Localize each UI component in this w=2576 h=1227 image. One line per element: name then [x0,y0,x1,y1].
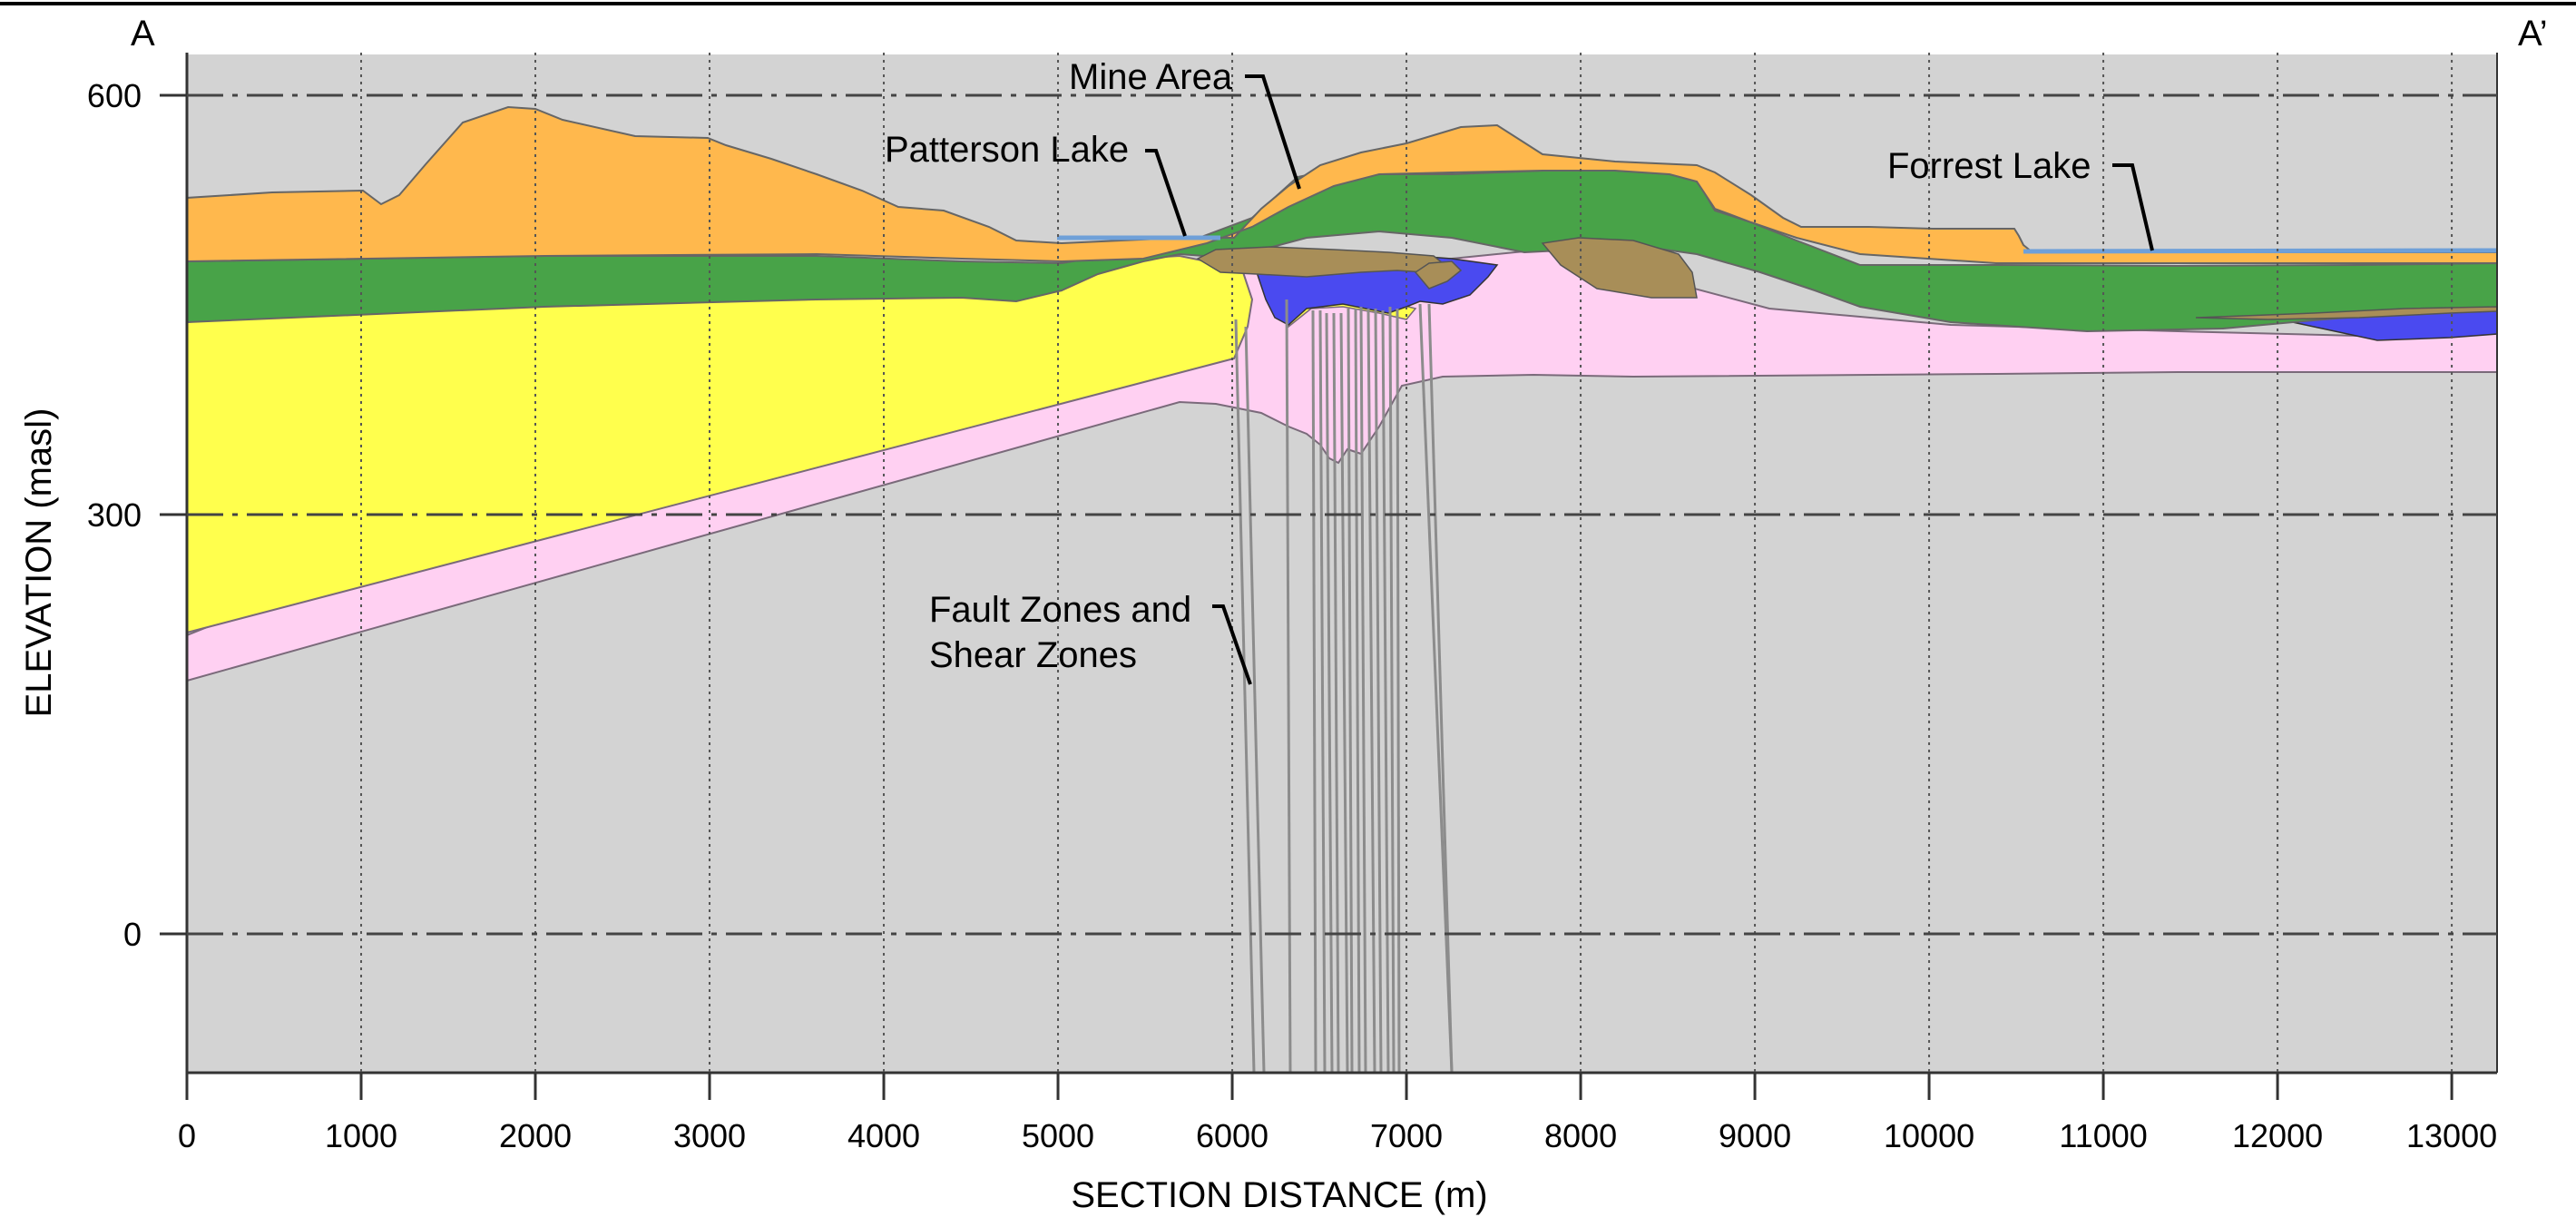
horizontal-grid [187,93,2497,936]
x-axis-title: SECTION DISTANCE (m) [1071,1175,1487,1215]
x-axis-ticks: 0 1000 2000 3000 4000 5000 6000 7000 8000 9000 100… [178,1073,2497,1154]
fault-line [1347,308,1354,1074]
fault-zones-label-line2: Shear Zones [929,635,1137,675]
y-tick-label: 600 [87,77,142,114]
plot-frame [185,53,2498,1075]
overburden-orange-unit [186,105,2498,264]
x-tick-label: 13000 [2406,1117,2497,1154]
section-end-label: A’ [2518,14,2548,54]
x-tick-label: 4000 [847,1117,920,1154]
fault-line [1366,308,1376,1074]
fault-line [1332,312,1340,1074]
fault-line [1381,309,1390,1074]
brown-unit-mid [1414,260,1463,290]
fault-line [1418,303,1454,1074]
pink-unit [186,248,2498,682]
fault-line [1374,308,1383,1074]
fault-line [1234,319,1256,1074]
patterson-lake-leader [1145,149,1187,237]
brown-unit-east [1541,237,1698,299]
y-axis-title: ELEVATION (masl) [19,408,59,718]
fault-zones-label-line1: Fault Zones and [929,590,1191,630]
x-tick-label: 6000 [1196,1117,1268,1154]
y-tick-label: 300 [87,496,142,534]
y-tick-label: 0 [123,916,142,953]
forrest-lake-leader [2112,163,2154,251]
fault-line [1311,309,1317,1074]
fault-line [1318,309,1327,1074]
x-tick-label: 1000 [325,1117,397,1154]
y-axis-ticks: 0 300 600 [87,77,187,953]
x-tick-label: 3000 [673,1117,746,1154]
fault-line [1325,312,1334,1074]
mine-area-leader [1245,74,1301,190]
x-tick-label: 12000 [2232,1117,2323,1154]
x-tick-label: 11000 [2059,1117,2147,1154]
forrest-lake-surface [2023,248,2498,254]
fault-line [1396,308,1401,1074]
fault-line [1427,303,1454,1074]
fault-zones [1234,299,1454,1074]
x-tick-label: 2000 [499,1117,572,1154]
fault-line [1339,312,1349,1074]
fault-line [1388,306,1396,1074]
x-tick-label: 0 [178,1117,196,1154]
fault-line [1285,299,1292,1074]
forrest-lake-label: Forrest Lake [1887,146,2091,186]
fault-zones-leader [1212,604,1252,685]
x-tick-label: 10000 [1884,1117,1974,1154]
x-tick-label: 5000 [1022,1117,1094,1154]
vertical-grid [360,53,2454,1073]
fault-line [1244,326,1266,1074]
fault-line [1359,306,1367,1074]
x-tick-label: 9000 [1719,1117,1791,1154]
x-tick-label: 7000 [1370,1117,1443,1154]
callouts: Mine Area Patterson Lake Forrest Lake Fa… [885,57,2154,685]
section-start-label: A [131,14,155,54]
patterson-lake-label: Patterson Lake [885,130,1129,170]
x-tick-label: 8000 [1544,1117,1617,1154]
fault-line [1354,308,1361,1074]
mine-area-label: Mine Area [1069,57,1233,97]
